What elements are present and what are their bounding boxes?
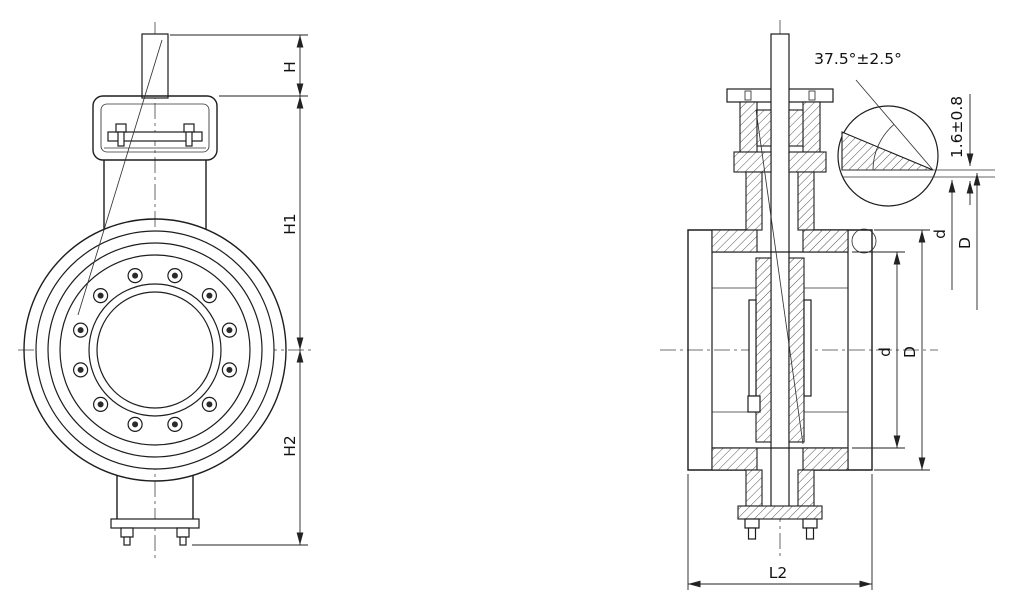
- disc-indicator-line: [77, 39, 163, 316]
- mounting-bracket: [92, 95, 218, 161]
- seat-face-label: 1.6±0.8: [948, 96, 966, 158]
- bore-circle: [96, 291, 214, 409]
- valve-stem: [141, 33, 169, 99]
- flange-bolt: [127, 268, 143, 284]
- flange-bolt: [72, 362, 89, 378]
- dim-label-h1: H1: [281, 213, 299, 235]
- bottom-boss: [110, 475, 200, 546]
- gland-flange: [733, 151, 772, 173]
- flange-bolt: [92, 396, 109, 412]
- angle-line: [855, 79, 934, 171]
- dim-label-l2: L2: [769, 564, 788, 582]
- cover-bolt: [802, 518, 818, 529]
- gland-flange: [788, 151, 827, 173]
- cover-bolt: [744, 518, 760, 529]
- dim-label-outer: D: [901, 346, 919, 358]
- bottom-bolt: [120, 527, 134, 538]
- angle-label: 37.5°±2.5°: [814, 50, 902, 68]
- flange-bolt: [92, 288, 109, 304]
- bracket-bolt: [183, 123, 195, 133]
- flange-bolt: [221, 362, 237, 378]
- bore-lines: [712, 287, 848, 413]
- bottom-cover: [737, 469, 823, 540]
- flange-bolt: [201, 288, 217, 304]
- hub-key-block: [747, 395, 761, 413]
- seat-face-lines: [842, 169, 995, 178]
- front-view: H H1 H2: [18, 22, 312, 560]
- angle-arc: [872, 124, 894, 171]
- flange-bolts: [72, 268, 237, 432]
- upper-neck: [103, 160, 207, 229]
- flange-bolt: [221, 322, 237, 338]
- flange-bolt: [72, 322, 89, 338]
- disc-plate: [748, 299, 757, 397]
- bottom-bolt: [176, 527, 190, 538]
- section-view: d D L2: [660, 20, 938, 590]
- detail-view: 37.5°±2.5° 1.6±0.8 d D: [814, 50, 995, 310]
- bracket-bolt: [115, 123, 127, 133]
- disc-hub: [747, 109, 812, 445]
- stem-packing: [756, 109, 772, 147]
- extension-line: [687, 474, 873, 590]
- dim-label-bore: d: [876, 347, 894, 357]
- section-dimensions: d D L2: [687, 229, 930, 590]
- valve-stem: [770, 33, 790, 513]
- flange-bolt: [127, 416, 143, 432]
- flange-bolt: [167, 416, 183, 432]
- front-dimensions: H H1 H2: [170, 34, 308, 546]
- stem-packing: [788, 109, 804, 147]
- valve-body-section: [687, 229, 873, 471]
- disc-plate: [803, 299, 812, 397]
- dim-label-h: H: [281, 61, 299, 73]
- detail-d-label: d: [931, 229, 949, 239]
- detail-locator-circle: [851, 228, 877, 254]
- flange-bolt: [167, 268, 183, 284]
- disc-indicator-line: [755, 109, 804, 445]
- valve-body-rings: [23, 218, 287, 482]
- dim-label-h2: H2: [281, 435, 299, 457]
- flange-bolt: [201, 396, 217, 412]
- flange-face-lines: [711, 230, 849, 470]
- upper-neck-section: [733, 101, 827, 231]
- detail-D-label: D: [956, 237, 974, 249]
